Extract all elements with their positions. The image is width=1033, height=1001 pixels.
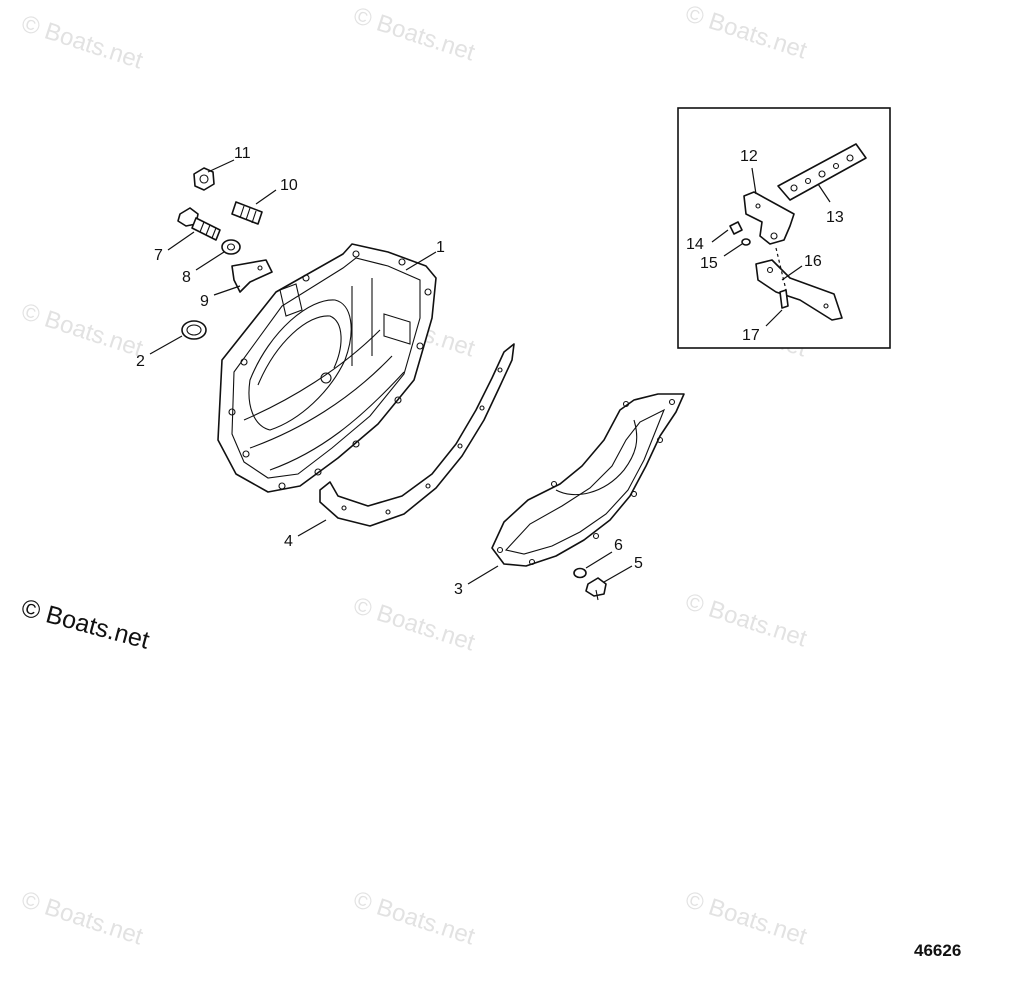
callout-15: 15	[700, 255, 718, 272]
diagram-number: 46626	[914, 941, 961, 960]
callout-5: 5	[634, 555, 643, 572]
callout-6: 6	[614, 537, 623, 554]
clip-9	[231, 259, 273, 293]
callout-14: 14	[686, 236, 704, 253]
callout-13: 13	[826, 209, 844, 226]
bolt-7	[177, 207, 221, 241]
cover-plate-3	[491, 393, 685, 567]
washer-6	[573, 567, 587, 579]
watermark: © Boats.net	[18, 10, 146, 75]
stud-10	[231, 201, 263, 225]
callout-8: 8	[182, 269, 191, 286]
detail-inset	[677, 107, 891, 349]
watermark: © Boats.net	[18, 298, 146, 363]
callout-17: 17	[742, 327, 760, 344]
watermark: © Boats.net	[18, 886, 146, 951]
callout-11: 11	[234, 145, 251, 162]
gasket-4	[319, 343, 515, 527]
plug-2	[181, 320, 207, 340]
callout-7: 7	[154, 247, 163, 264]
nut-11	[193, 167, 215, 191]
washer-8	[221, 239, 241, 255]
watermark: © Boats.net	[682, 886, 810, 951]
callout-1: 1	[436, 239, 445, 256]
callout-labels: 11 10 7 8 9 2 1 4 3 6 5 12 13 14 15 16 1…	[136, 145, 844, 598]
watermark: © Boats.net	[350, 886, 478, 951]
watermark: © Boats.net	[350, 2, 478, 67]
callout-12: 12	[740, 148, 758, 165]
watermark: © Boats.net	[350, 592, 478, 657]
flywheel-housing	[217, 243, 437, 493]
screw-5	[585, 577, 607, 601]
callout-2: 2	[136, 353, 145, 370]
callout-9: 9	[200, 293, 209, 310]
main-watermark: © Boats.net	[18, 594, 152, 655]
callout-3: 3	[454, 581, 463, 598]
watermark: © Boats.net	[682, 588, 810, 653]
callout-4: 4	[284, 533, 293, 550]
leader-lines	[149, 159, 831, 585]
watermark: © Boats.net	[682, 0, 810, 65]
callout-16: 16	[804, 253, 822, 270]
callout-10: 10	[280, 177, 298, 194]
